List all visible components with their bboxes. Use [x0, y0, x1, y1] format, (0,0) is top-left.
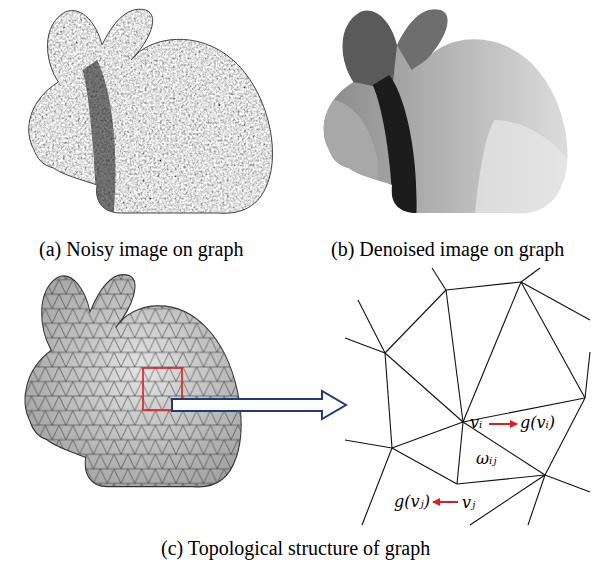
ear-region	[397, 9, 448, 70]
zoomed-mesh	[345, 268, 590, 525]
zoom-arrow	[172, 391, 346, 419]
mesh-bunny	[4, 265, 253, 490]
mesh-lines	[4, 265, 253, 490]
denoised-bunny	[300, 9, 576, 216]
subfigure-caption: (a) Noisy image on graph	[39, 238, 243, 261]
subfigure-caption: (c) Topological structure of graph	[161, 537, 430, 560]
light-region	[475, 120, 577, 216]
vector-arrow	[433, 501, 458, 503]
bunny-outline	[25, 275, 241, 487]
bunny-base	[5, 0, 286, 216]
noisy-bunny	[5, 0, 286, 216]
dark-band	[83, 60, 116, 213]
signal-label: g(vⱼ)	[394, 493, 430, 511]
weight-label: ωᵢⱼ	[476, 450, 497, 468]
head-region	[300, 99, 378, 215]
vertex-label: vⱼ	[462, 494, 475, 512]
vector-arrow	[489, 423, 517, 425]
bunny-outline	[29, 9, 273, 213]
signal-label: g(vᵢ)	[520, 414, 555, 432]
vertex-label: vᵢ	[470, 414, 482, 432]
subfigure-caption: (b) Denoised image on graph	[331, 238, 564, 261]
noise-texture	[5, 0, 286, 216]
dark-region	[373, 75, 417, 215]
